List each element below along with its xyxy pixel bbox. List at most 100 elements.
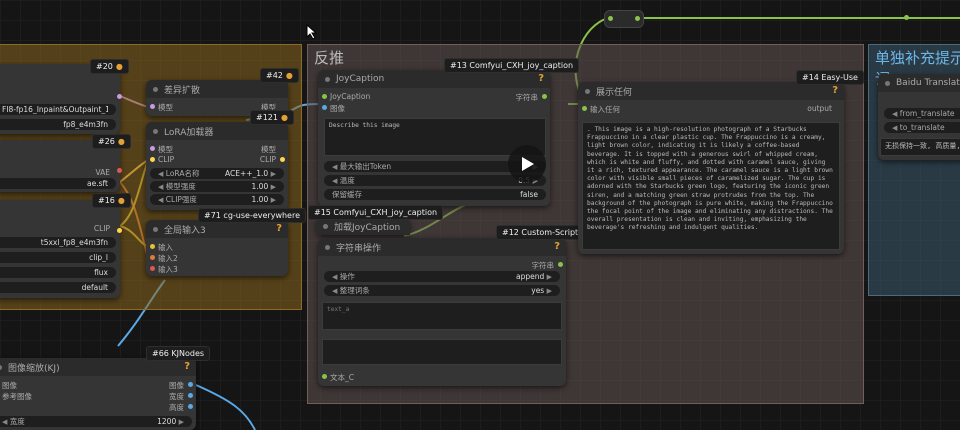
group-title: 反推 (314, 49, 345, 67)
play-icon (522, 157, 534, 171)
translate-text[interactable]: 无损保持一致, 高质量, (880, 138, 960, 156)
play-button[interactable] (508, 145, 546, 183)
lambda-icon: ? (554, 241, 560, 252)
node-badge: #26● (92, 134, 131, 149)
model-input-label: 模型 (158, 103, 173, 112)
node-header[interactable]: 图像缩放(KJ)? (0, 358, 196, 376)
node-badge: #121● (250, 110, 294, 125)
input2-label: 输入2 (158, 254, 178, 263)
node-joycaption[interactable]: JoyCaption? JoyCaption 图像 字符串 Describe t… (318, 70, 550, 206)
model-input-dot[interactable] (150, 104, 155, 109)
node-header[interactable]: 展示任何? (578, 82, 844, 100)
clip-name2-widget[interactable]: clip_l (0, 252, 116, 263)
node-badge: #15 Comfyui_CXH_joy_caption (308, 205, 444, 220)
input3-label: 输入3 (158, 265, 178, 274)
input2-dot[interactable] (150, 255, 155, 260)
model-output-label: 模型 (261, 103, 276, 112)
image-output-label: 图像 (169, 381, 184, 390)
output-dot[interactable] (117, 94, 122, 99)
image-input-label: 图像 (2, 381, 17, 390)
reroute-node[interactable] (604, 10, 644, 28)
image-input-dot[interactable] (322, 105, 327, 110)
node-badge: #13 Comfyui_CXH_joy_caption (444, 58, 580, 73)
to-translate-widget[interactable]: ◀ to_translate (884, 122, 960, 133)
node-badge: #16● (92, 193, 131, 208)
node-header[interactable]: LoRA加载器 (146, 122, 288, 140)
model-input-dot[interactable] (150, 146, 155, 151)
lambda-icon: ? (538, 73, 544, 84)
image-output-dot[interactable] (188, 382, 193, 387)
height-output-label: 高度 (169, 403, 184, 412)
node-show-anything[interactable]: 展示任何? 输入任何 output . This image is a high… (578, 82, 844, 254)
string-output-label: 字符串 (531, 261, 555, 270)
vae-output-dot[interactable] (117, 168, 122, 173)
string-output-dot[interactable] (558, 262, 563, 267)
text-c-input-label: 文本_C (330, 373, 354, 382)
joycaption-input-dot[interactable] (322, 94, 327, 99)
lambda-icon: ? (832, 85, 838, 96)
node-badge: #20● (90, 59, 129, 74)
model-input-label: 模型 (158, 145, 173, 154)
node-badge: #12 Custom-Scripts (496, 225, 589, 240)
text-b-field[interactable] (322, 339, 562, 365)
clip-output-label: CLIP (259, 155, 276, 164)
clip-output-label: CLIP (93, 224, 110, 233)
joycaption-input-label: JoyCaption (330, 92, 371, 101)
model-output-label: 模型 (261, 145, 276, 154)
node-header[interactable]: 字符串操作? (318, 238, 566, 256)
node-header[interactable]: 全局输入3? (146, 220, 288, 238)
weight-dtype-widget[interactable]: fp8_e4m3fn (0, 119, 116, 130)
lambda-icon: ? (276, 223, 282, 234)
device-widget[interactable]: default (0, 282, 116, 293)
left-node-model-loader[interactable]: FI8-fp16_Inpaint&Outpaint_1.0 fp8_e4m3fn (0, 64, 120, 134)
image-input-label: 图像 (330, 104, 345, 113)
node-badge: #71 cg-use-everywhere (198, 208, 307, 223)
reroute-input-dot[interactable] (608, 16, 613, 21)
vae-name-widget[interactable]: ae.sft (0, 178, 116, 189)
node-header[interactable]: Baidu Translate (878, 74, 960, 92)
prompt-textarea[interactable]: Describe this image (324, 118, 546, 156)
width-output-dot[interactable] (188, 393, 193, 398)
text-a-field[interactable]: text_a (322, 302, 562, 330)
output-label: output (807, 104, 832, 113)
node-anything-everywhere[interactable]: 全局输入3? 输入 输入2 输入3 (146, 220, 288, 276)
clip-input-label: CLIP (158, 155, 175, 164)
clip-input-dot[interactable] (150, 157, 155, 162)
anything-input-dot[interactable] (582, 106, 587, 111)
node-baidu-translate[interactable]: Baidu Translate ◀ from_translate ◀ to_tr… (878, 74, 960, 160)
wire-end-dot[interactable] (904, 15, 909, 20)
left-node-clip-loader[interactable]: CLIP t5xxl_fp8_e4m3fn clip_l flux defaul… (0, 200, 120, 298)
node-badge: #42● (260, 68, 299, 83)
caption-display[interactable]: . This image is a high-resolution photog… (582, 122, 840, 250)
input1-dot[interactable] (150, 244, 155, 249)
node-header[interactable]: JoyCaption? (318, 70, 550, 88)
model-name-widget[interactable]: FI8-fp16_Inpaint&Outpaint_1.0 (0, 104, 116, 115)
from-translate-widget[interactable]: ◀ from_translate (884, 108, 960, 119)
node-header[interactable]: 加载JoyCaption (316, 217, 410, 235)
lambda-icon: ? (184, 361, 190, 372)
height-output-dot[interactable] (188, 404, 193, 409)
string-output-dot[interactable] (542, 94, 547, 99)
text-c-input-dot[interactable] (322, 374, 327, 379)
reroute-output-dot[interactable] (635, 16, 640, 21)
clip-output-dot[interactable] (117, 228, 122, 233)
width-output-label: 宽度 (169, 392, 184, 401)
node-load-joycaption[interactable]: 加载JoyCaption (316, 217, 410, 235)
clip-output-dot[interactable] (280, 157, 285, 162)
input3-dot[interactable] (150, 266, 155, 271)
type-widget[interactable]: flux (0, 267, 116, 278)
node-header[interactable]: 差异扩散 (146, 80, 288, 98)
node-badge: #66 KJNodes (146, 346, 211, 361)
clip-name1-widget[interactable]: t5xxl_fp8_e4m3fn (0, 237, 116, 248)
mouse-cursor-icon (306, 24, 318, 40)
